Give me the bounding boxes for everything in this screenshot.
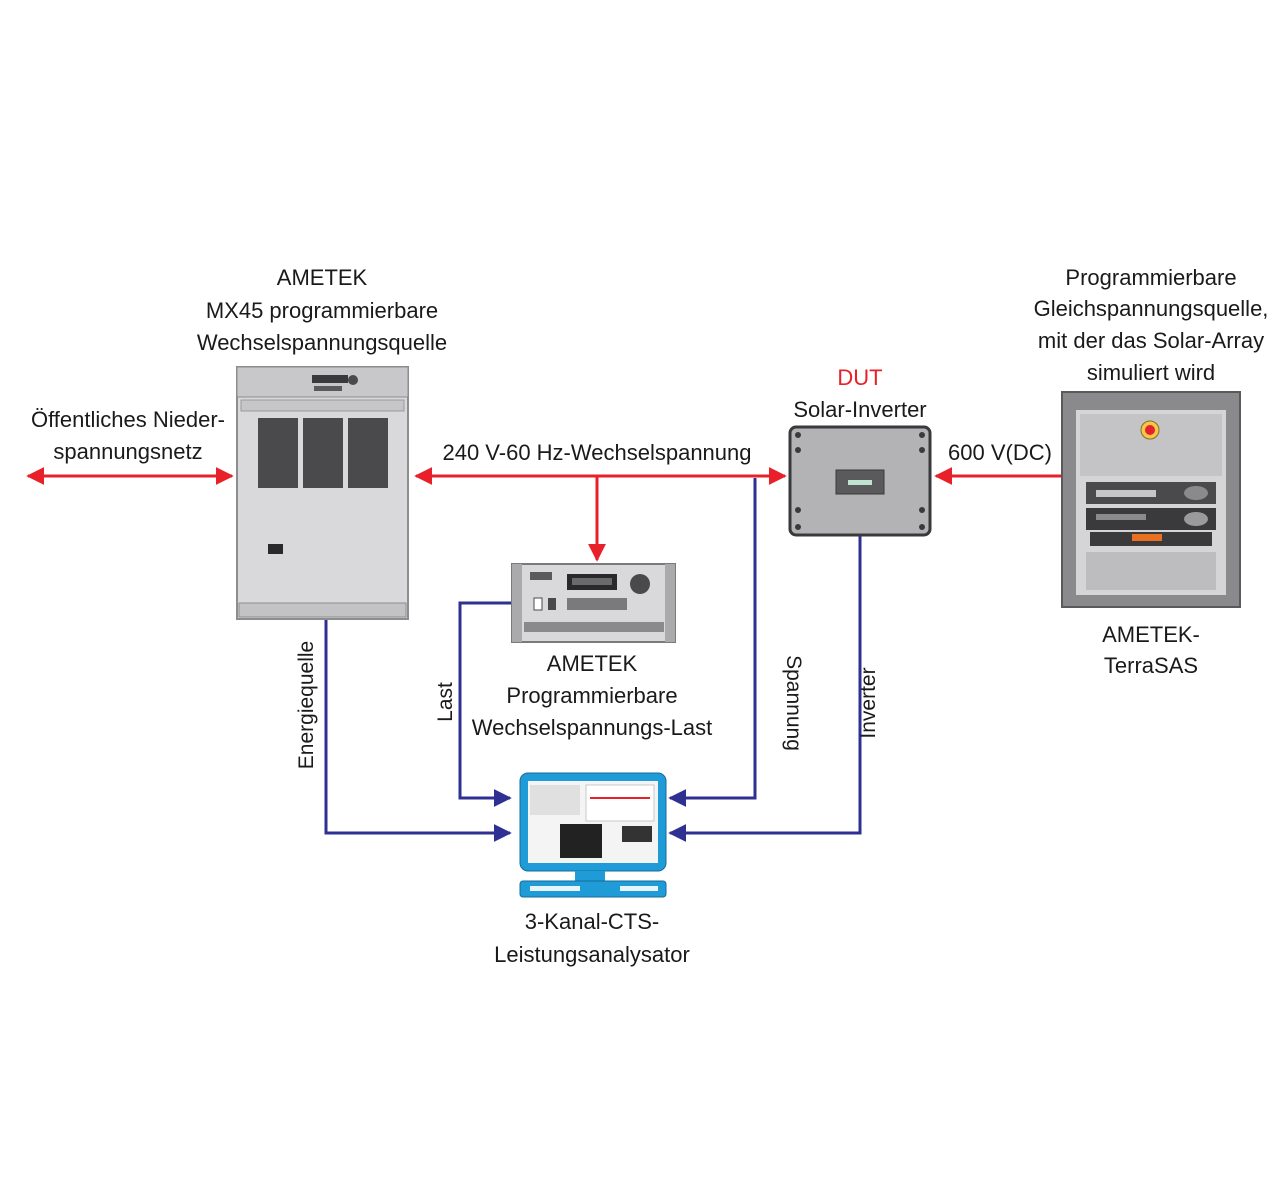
load-signal-line (458, 601, 512, 807)
terrasas-label: AMETEK- TerraSAS (1102, 622, 1200, 678)
dc-source-label-line-1: Programmierbare (1065, 265, 1236, 290)
ac-load-label-line-3: Wechselspannungs-Last (472, 715, 713, 740)
dc-source-label-line-2: Gleichspannungsquelle, (1034, 296, 1269, 321)
voltage-signal-line (668, 478, 757, 807)
dc-source-label: Programmierbare Gleichspannungsquelle, m… (1034, 265, 1269, 385)
power-lines (26, 467, 1062, 562)
analyzer-label-line-2: Leistungsanalysator (494, 942, 690, 967)
mx45-label-line-1: AMETEK (277, 265, 368, 290)
grid-label-line-1: Öffentliches Nieder- (31, 407, 225, 432)
solar-inverter-icon (788, 425, 932, 537)
grid-label-line-2: spannungsnetz (53, 439, 202, 464)
dc-source-label-line-3: mit der das Solar-Array (1038, 328, 1264, 353)
ac-load-label: AMETEK Programmierbare Wechselspannungs-… (472, 651, 713, 740)
dc-rack-cabinet-icon (1061, 391, 1241, 608)
inverter-signal-label: Inverter (857, 667, 880, 738)
mx45-label-line-3: Wechselspannungsquelle (197, 330, 447, 355)
ac-load-label-line-2: Programmierbare (506, 683, 677, 708)
ac-power-source-cabinet-icon (236, 366, 409, 620)
ac-voltage-label: 240 V-60 Hz-Wechselspannung (442, 440, 751, 465)
mx45-label: AMETEK MX45 programmierbare Wechselspann… (197, 265, 447, 355)
monitor-computer-icon (519, 772, 667, 898)
ac-load-label-line-1: AMETEK (547, 651, 638, 676)
energy-signal-line (324, 615, 512, 842)
terrasas-label-line-1: AMETEK- (1102, 622, 1200, 647)
voltage-signal-label: Spannung (782, 655, 805, 751)
terrasas-label-line-2: TerraSAS (1104, 653, 1198, 678)
signal-lines (324, 478, 862, 842)
analyzer-label: 3-Kanal-CTS- Leistungsanalysator (494, 909, 690, 967)
dut-tag: DUT (837, 365, 882, 390)
energy-signal-label: Energiequelle (295, 641, 318, 769)
dc-voltage-label: 600 V(DC) (948, 440, 1052, 465)
inverter-signal-line (668, 535, 862, 842)
mx45-label-line-2: MX45 programmierbare (206, 298, 438, 323)
rack-instrument-icon (511, 563, 676, 643)
analyzer-label-line-1: 3-Kanal-CTS- (525, 909, 659, 934)
dut-name-label: Solar-Inverter (793, 397, 926, 422)
grid-label: Öffentliches Nieder- spannungsnetz (31, 407, 225, 464)
dc-source-label-line-4: simuliert wird (1087, 360, 1215, 385)
load-signal-label: Last (434, 682, 457, 722)
